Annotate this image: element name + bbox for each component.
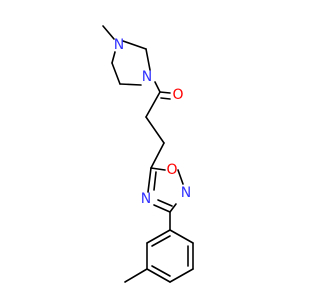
bond-aryl-6 xyxy=(146,229,171,244)
bond-carbonyl-o-2 xyxy=(160,97,171,100)
bond-aryl-1 xyxy=(169,229,194,244)
bond-oxadiazole-3 xyxy=(169,203,177,213)
bond-methyl-n xyxy=(102,25,115,40)
bond-chain-2 xyxy=(145,116,165,144)
bond-aryl-methyl xyxy=(124,268,148,283)
molecule-structure: N N O O N N xyxy=(102,25,194,283)
bond-oxadiazole-4b xyxy=(157,199,173,207)
bond-oxadiazole-4a xyxy=(153,204,171,213)
bond-pip-4 xyxy=(111,62,121,85)
bond-pip-3 xyxy=(119,83,142,86)
bond-aryl-4-inner xyxy=(151,265,171,277)
atom-n-methyl: N xyxy=(114,37,124,53)
bond-n-carbonyl xyxy=(154,81,161,93)
bond-oxadiazole-1 xyxy=(150,167,166,171)
bond-oxadiazole-5a xyxy=(147,167,152,193)
bond-aryl-3 xyxy=(169,268,194,283)
atom-n-ring-lower: N xyxy=(141,191,151,207)
bond-pip-5 xyxy=(111,51,116,64)
atom-n-ring-upper: N xyxy=(181,185,191,201)
atom-o-carbonyl: O xyxy=(172,87,183,103)
bond-oxadiazole-2 xyxy=(177,169,184,185)
structure-canvas: N N O O N N xyxy=(102,25,194,283)
bond-pip-2 xyxy=(145,48,151,71)
bond-oxadiazole-5b xyxy=(153,171,157,191)
bond-pip-1 xyxy=(122,40,147,50)
atom-o-ring: O xyxy=(166,162,177,178)
atom-n-amide: N xyxy=(142,69,152,85)
bond-carbonyl-o-1 xyxy=(159,91,171,94)
bond-aryl-6-inner xyxy=(151,235,171,247)
bond-chain-3 xyxy=(150,142,165,169)
bond-aryl-4 xyxy=(146,268,171,283)
bond-chain-1 xyxy=(145,91,161,118)
